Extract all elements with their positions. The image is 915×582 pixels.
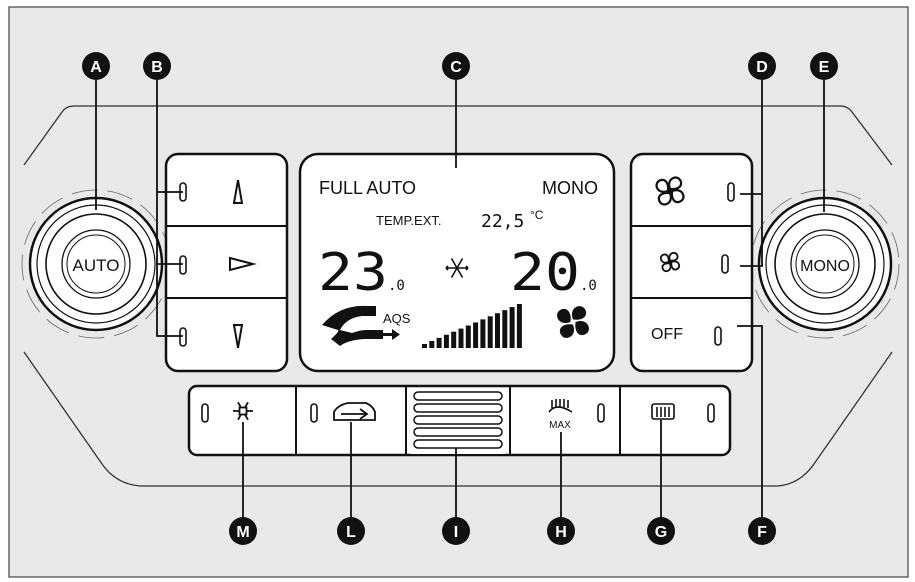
- fan-speed-bar: [436, 337, 442, 348]
- indicator-led: [201, 403, 209, 423]
- mono-indicator: MONO: [542, 178, 598, 198]
- recirculation-car-icon: [333, 402, 376, 421]
- callout-d: D: [748, 52, 776, 80]
- callout-c: C: [442, 52, 470, 80]
- left-temp-decimal: .0: [388, 278, 405, 294]
- fan-speed-bar: [495, 313, 500, 348]
- indicator-led: [310, 403, 318, 423]
- svg-text:D: D: [756, 59, 768, 76]
- indicator-led: [714, 326, 722, 346]
- callout-f: F: [748, 517, 776, 545]
- indicator-led: [179, 255, 187, 275]
- fan-speed-bar: [429, 340, 435, 348]
- fan-speed-bar: [509, 307, 515, 348]
- compressor-snowflake-icon: [445, 258, 469, 278]
- airflow-direction-icon: [229, 256, 257, 272]
- left-temp-value: 23: [318, 243, 388, 303]
- display-fan-icon: [557, 306, 589, 338]
- svg-text:E: E: [819, 59, 830, 76]
- callout-b: B: [143, 52, 171, 80]
- left-button-column: [164, 152, 289, 373]
- fan-speed-bar: [473, 322, 479, 348]
- airflow-button[interactable]: [179, 255, 257, 275]
- auto-knob[interactable]: AUTO: [21, 189, 171, 339]
- svg-text:L: L: [346, 524, 356, 541]
- indicator-led: [727, 182, 735, 202]
- ext-temp-unit: °C: [530, 208, 544, 222]
- rear-window-heater-button[interactable]: [651, 403, 715, 423]
- fan-speed-bar: [487, 316, 493, 348]
- windscreen-defrost-max-icon: [548, 399, 573, 413]
- right-temp-decimal: .0: [580, 278, 597, 294]
- right-button-column: OFF: [629, 152, 754, 373]
- windscreen-defrost-max-button[interactable]: MAX: [548, 399, 605, 431]
- callout-m: M: [229, 517, 257, 545]
- compressor-snowflake-icon: [233, 401, 253, 421]
- callout-e: E: [810, 52, 838, 80]
- max-label: MAX: [549, 420, 571, 431]
- svg-text:H: H: [555, 524, 567, 541]
- fan-speed-bar: [443, 334, 449, 348]
- central-display: FULL AUTO MONO TEMP.EXT. 22,5 °C 23 .0 2…: [298, 152, 616, 373]
- fan-speed-bars: [422, 304, 522, 348]
- fan-decrease-button[interactable]: [659, 251, 729, 274]
- fan-speed-bar: [422, 344, 427, 348]
- fan-speed-bar: [465, 325, 471, 348]
- callout-i: I: [442, 517, 470, 545]
- off-button[interactable]: OFF: [651, 326, 722, 346]
- temp-down-button[interactable]: [179, 324, 244, 349]
- svg-text:G: G: [655, 524, 667, 541]
- aqs-label: AQS: [383, 311, 411, 326]
- temp-up-triangle-icon: [232, 179, 244, 204]
- callout-h: H: [547, 517, 575, 545]
- indicator-led: [721, 254, 729, 274]
- full-auto-indicator: FULL AUTO: [319, 178, 416, 198]
- svg-text:I: I: [454, 524, 458, 541]
- bottom-button-row: MAX: [187, 384, 732, 457]
- fan-speed-bar: [451, 331, 457, 348]
- svg-text:F: F: [757, 524, 767, 541]
- fascia-outline: [23, 105, 893, 487]
- temp-down-triangle-icon: [232, 324, 244, 349]
- fan-speed-bar: [480, 319, 486, 348]
- ext-temp-value: 22,5: [481, 211, 524, 232]
- sun-sensor-grille: [411, 388, 505, 454]
- auto-knob-label: AUTO: [73, 256, 120, 275]
- fan-speed-bar: [516, 304, 522, 348]
- off-button-label: OFF: [651, 326, 683, 343]
- compressor-button[interactable]: [201, 401, 253, 423]
- fan-increase-button[interactable]: [655, 176, 735, 206]
- fan-low-icon: [659, 251, 681, 273]
- callout-a: A: [82, 52, 110, 80]
- callout-l: L: [337, 517, 365, 545]
- indicator-led: [179, 327, 187, 347]
- fan-high-icon: [655, 176, 685, 206]
- fan-speed-bar: [458, 328, 464, 348]
- svg-text:M: M: [236, 524, 249, 541]
- recirculation-button[interactable]: [310, 402, 376, 423]
- svg-text:B: B: [151, 59, 163, 76]
- callout-leader-lines: [95, 78, 825, 520]
- callout-g: G: [647, 517, 675, 545]
- svg-text:C: C: [450, 59, 462, 76]
- rear-window-heater-icon: [651, 403, 675, 420]
- mono-knob-label: MONO: [800, 258, 850, 275]
- indicator-led: [707, 403, 715, 423]
- fan-speed-bar: [502, 310, 508, 348]
- ext-temp-label: TEMP.EXT.: [376, 213, 442, 228]
- right-temp-value: 20: [510, 243, 580, 303]
- svg-text:A: A: [90, 59, 102, 76]
- mono-knob[interactable]: MONO: [750, 189, 900, 339]
- recirculation-arrow-icon: [322, 305, 400, 346]
- indicator-led: [597, 403, 605, 423]
